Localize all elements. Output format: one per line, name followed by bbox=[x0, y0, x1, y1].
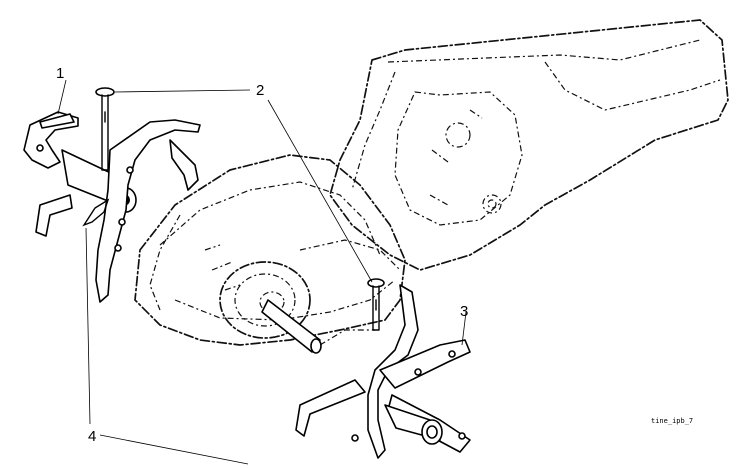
callout-4: 4 bbox=[88, 428, 96, 445]
callout-3: 3 bbox=[460, 303, 468, 320]
leader-2-left bbox=[114, 89, 251, 93]
leader-1 bbox=[57, 79, 67, 115]
leader-4-up bbox=[85, 227, 91, 425]
left-tine-assembly bbox=[23, 87, 201, 303]
leader-lines bbox=[57, 79, 467, 465]
transmission-housing-phantom bbox=[134, 19, 729, 346]
leader-4-right bbox=[99, 434, 249, 465]
callout-2: 2 bbox=[256, 82, 264, 99]
leader-3 bbox=[461, 311, 467, 346]
leader-2-right bbox=[267, 99, 373, 283]
figure-tag: tine_ipb_7 bbox=[651, 417, 693, 425]
right-tine-assembly bbox=[261, 278, 471, 459]
callout-1: 1 bbox=[56, 65, 64, 82]
